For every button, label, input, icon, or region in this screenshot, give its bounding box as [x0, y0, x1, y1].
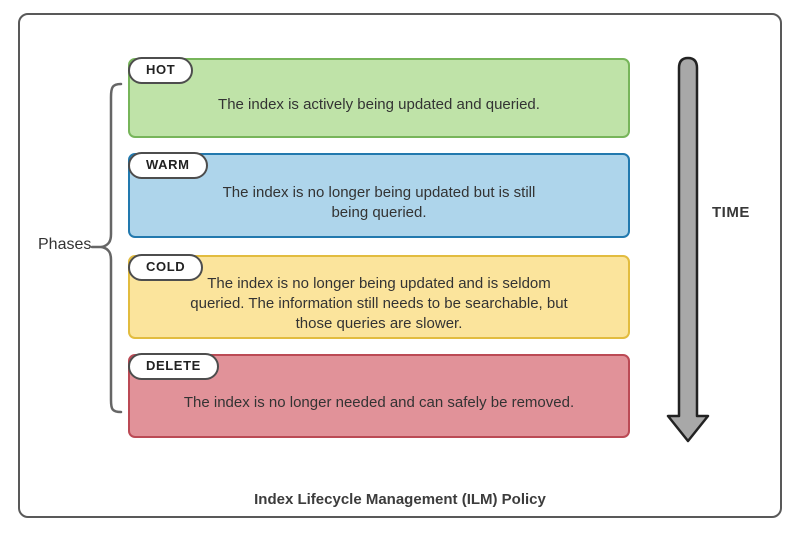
- phase-pill-cold: COLD: [128, 254, 204, 281]
- phase-description-warm: The index is no longer being updated but…: [222, 183, 536, 221]
- phase-description-delete: The index is no longer needed and can sa…: [183, 394, 575, 412]
- phase-box-hot: HOT The index is actively being updated …: [128, 57, 630, 138]
- phase-description-cold: The index is no longer being updated and…: [190, 275, 568, 332]
- phase-description-hot: The index is actively being updated and …: [218, 96, 540, 114]
- diagram-title: Index Lifecycle Management (ILM) Policy: [254, 491, 546, 508]
- time-label: TIME: [712, 204, 750, 221]
- phase-box-warm: WARM The index is no longer being update…: [128, 152, 630, 238]
- phase-name-warm: WARM: [146, 157, 190, 172]
- phase-box-delete: DELETE The index is no longer needed and…: [128, 353, 630, 438]
- phase-box-cold: COLD The index is no longer being update…: [128, 254, 630, 339]
- phases-label: Phases: [38, 236, 92, 253]
- phase-name-cold: COLD: [146, 259, 186, 274]
- phase-pill-delete: DELETE: [128, 353, 219, 380]
- phase-name-delete: DELETE: [146, 358, 201, 373]
- phase-pill-hot: HOT: [128, 57, 194, 84]
- phase-pill-warm: WARM: [128, 152, 208, 179]
- phase-name-hot: HOT: [146, 62, 176, 77]
